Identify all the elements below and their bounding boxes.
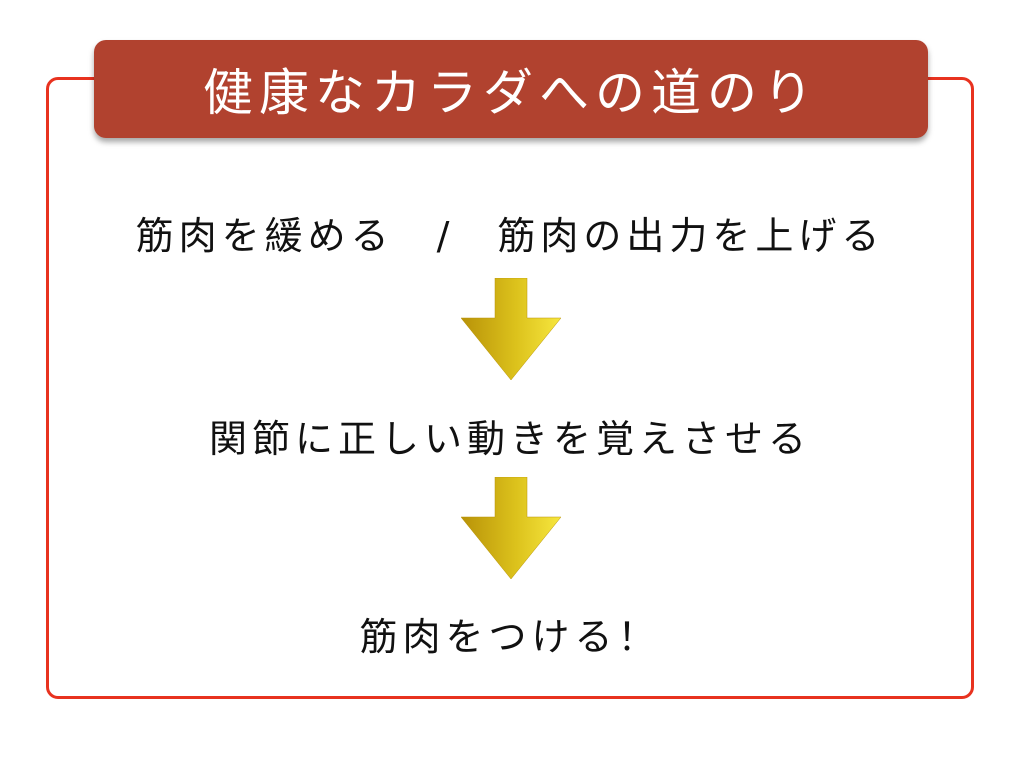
step-2-text: 関節に正しい動きを覚えさせる: [208, 417, 811, 461]
step-1-text: 筋肉を緩める / 筋肉の出力を上げる: [135, 214, 885, 258]
content-frame: [46, 77, 974, 699]
step-3-text: 筋肉をつける！: [359, 615, 661, 659]
page-title: 健康なカラダへの道のり: [203, 64, 819, 122]
down-arrow-icon: [461, 278, 561, 380]
title-banner: 健康なカラダへの道のり: [94, 40, 928, 138]
down-arrow-icon: [461, 477, 561, 579]
